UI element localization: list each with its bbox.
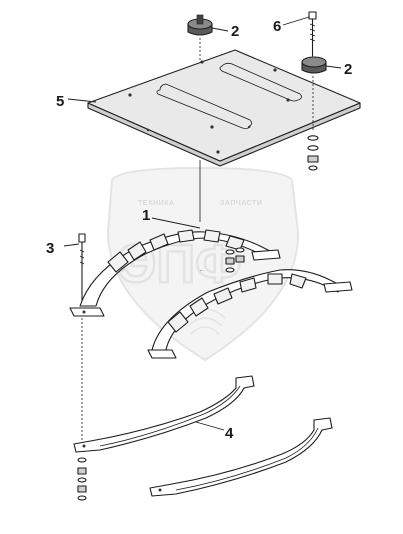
callout-2-right: 2 (344, 61, 352, 78)
flat-strap-lower (149, 417, 333, 497)
leader-lines (63, 16, 342, 431)
callout-1: 1 (142, 207, 150, 224)
flat-strap-upper (73, 375, 255, 453)
callout-4: 4 (225, 425, 234, 442)
callout-5: 5 (56, 93, 64, 110)
fastener-stack-right (307, 135, 319, 171)
watermark-monogram: ЭПФ (118, 234, 241, 294)
callout-3: 3 (46, 240, 54, 257)
strap-bracket-lower (147, 269, 353, 359)
strap-bracket-upper (69, 229, 281, 317)
callouts: 2 6 2 5 1 3 4 (46, 18, 352, 442)
fastener-stack-lower-left (77, 457, 87, 501)
rubber-damper-left (187, 14, 213, 36)
bolt-left-long (78, 233, 86, 301)
bolt-top-right (308, 11, 317, 57)
center-mark: -· (200, 268, 204, 274)
rubber-damper-right (301, 56, 327, 74)
fastener-stack-center (225, 247, 245, 273)
watermark-brand-left: ТЕХНИКА (138, 200, 175, 207)
watermark-brand-right: ЗАПЧАСТИ (220, 200, 262, 207)
callout-2-left: 2 (231, 23, 239, 40)
watermark: ТЕХНИКА ЗАПЧАСТИ ЭПФ (106, 166, 300, 362)
callout-6: 6 (273, 18, 281, 35)
mounting-plate (87, 49, 361, 167)
